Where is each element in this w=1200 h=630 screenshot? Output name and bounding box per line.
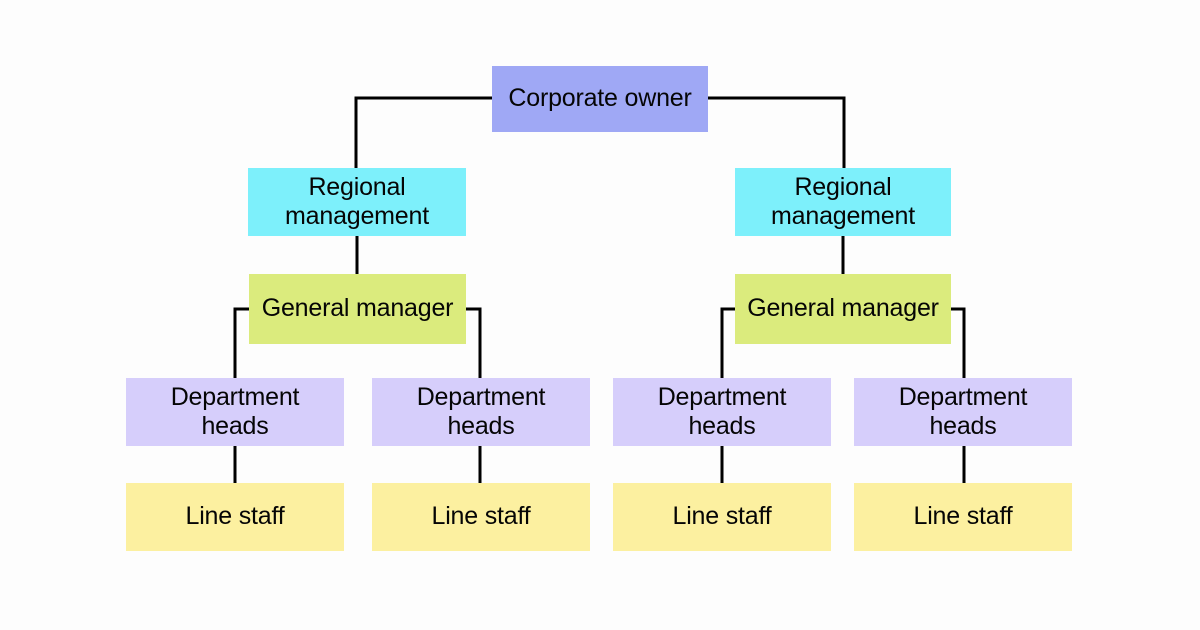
- node-label: Department heads: [657, 382, 787, 440]
- node-label: Regional management: [771, 172, 915, 230]
- node-department-heads-3[interactable]: Department heads: [613, 378, 831, 446]
- node-label: Line staff: [431, 502, 531, 531]
- node-corporate-owner[interactable]: Corporate owner: [492, 66, 708, 132]
- connector-root-to-regional-left: [354, 96, 492, 168]
- node-general-manager-right[interactable]: General manager: [735, 274, 951, 344]
- node-label: Corporate owner: [508, 84, 692, 113]
- node-label: Line staff: [185, 502, 285, 531]
- node-regional-management-left[interactable]: Regional management: [248, 168, 466, 236]
- connector-general-right-to-department-4: [951, 307, 966, 378]
- node-label: Regional management: [285, 172, 429, 230]
- node-label: General manager: [747, 294, 939, 323]
- node-general-manager-left[interactable]: General manager: [249, 274, 466, 344]
- node-label: General manager: [261, 294, 454, 323]
- connector-general-left-to-department-2: [466, 307, 482, 378]
- node-department-heads-1[interactable]: Department heads: [126, 378, 344, 446]
- connector-general-right-to-department-3: [720, 307, 735, 378]
- node-label: Line staff: [672, 502, 772, 531]
- node-label: Department heads: [898, 382, 1028, 440]
- node-line-staff-4[interactable]: Line staff: [854, 483, 1072, 551]
- node-line-staff-2[interactable]: Line staff: [372, 483, 590, 551]
- node-regional-management-right[interactable]: Regional management: [735, 168, 951, 236]
- node-department-heads-4[interactable]: Department heads: [854, 378, 1072, 446]
- connector-root-to-regional-right: [708, 96, 846, 168]
- node-label: Line staff: [913, 502, 1013, 531]
- node-label: Department heads: [170, 382, 300, 440]
- node-line-staff-3[interactable]: Line staff: [613, 483, 831, 551]
- node-label: Department heads: [416, 382, 546, 440]
- node-department-heads-2[interactable]: Department heads: [372, 378, 590, 446]
- node-line-staff-1[interactable]: Line staff: [126, 483, 344, 551]
- connector-general-left-to-department-1: [233, 307, 249, 378]
